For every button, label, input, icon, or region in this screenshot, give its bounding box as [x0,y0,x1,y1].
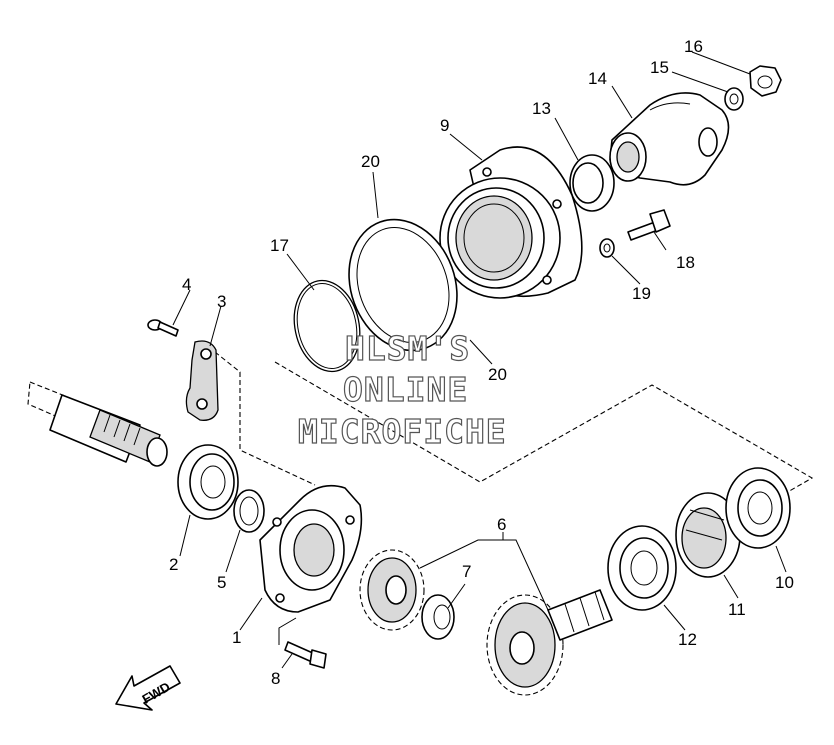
callout-10: 10 [775,573,794,592]
watermark-line-2: ONLINE [343,370,468,409]
part-7-collar [421,594,455,640]
drive-shaft [27,381,168,467]
callout-11: 11 [728,600,746,619]
part-11-bearing-nut [675,492,741,578]
callout-6: 6 [497,515,506,534]
watermark-line-3: MICROFICHE [298,412,507,451]
part-6-gear-set [359,549,613,696]
part-4-screw [147,319,179,337]
part-2-bearing [177,444,239,520]
callout-numbers: 1 2 3 4 5 6 7 8 9 10 11 12 13 14 15 16 1… [169,37,794,688]
callout-20-gasket: 20 [361,152,380,171]
callout-9: 9 [440,116,449,135]
part-13-oil-seal [569,154,615,212]
part-17-o-ring [293,279,361,373]
callout-15: 15 [650,58,669,77]
callout-2: 2 [169,555,178,574]
callout-20-lower: 20 [488,365,507,384]
part-5-shim [233,489,265,533]
callout-1: 1 [232,628,241,647]
watermark-line-1: HLSM'S [345,329,470,368]
part-9-gear-housing [439,146,583,299]
callout-16: 16 [684,37,703,56]
leader-lines [172,51,787,669]
part-19-washer [599,238,615,258]
callout-12: 12 [678,630,697,649]
callout-4: 4 [182,275,191,294]
forward-direction-arrow: FWD [115,665,181,711]
callout-5: 5 [217,573,226,592]
callout-18: 18 [676,253,695,272]
part-10-bearing [725,467,791,549]
callout-14: 14 [588,69,607,88]
part-20-gasket [348,218,458,352]
part-16-nut [749,65,782,97]
callout-19: 19 [632,284,651,303]
part-18-bolt [627,209,671,241]
part-14-universal-joint-yoke [609,92,730,186]
callout-3: 3 [217,292,226,311]
part-12-bearing [607,525,677,611]
part-1-bearing-housing [259,484,363,613]
part-8-bolt [284,641,327,669]
part-15-washer [724,87,744,111]
callout-17: 17 [270,236,289,255]
callout-7: 7 [462,562,471,581]
callout-8: 8 [271,669,280,688]
part-3-bearing-retainer [185,340,219,421]
assembly-guide-lines [214,351,814,494]
watermark: HLSM'S ONLINE MICROFICHE [297,328,507,451]
callout-13: 13 [532,99,551,118]
